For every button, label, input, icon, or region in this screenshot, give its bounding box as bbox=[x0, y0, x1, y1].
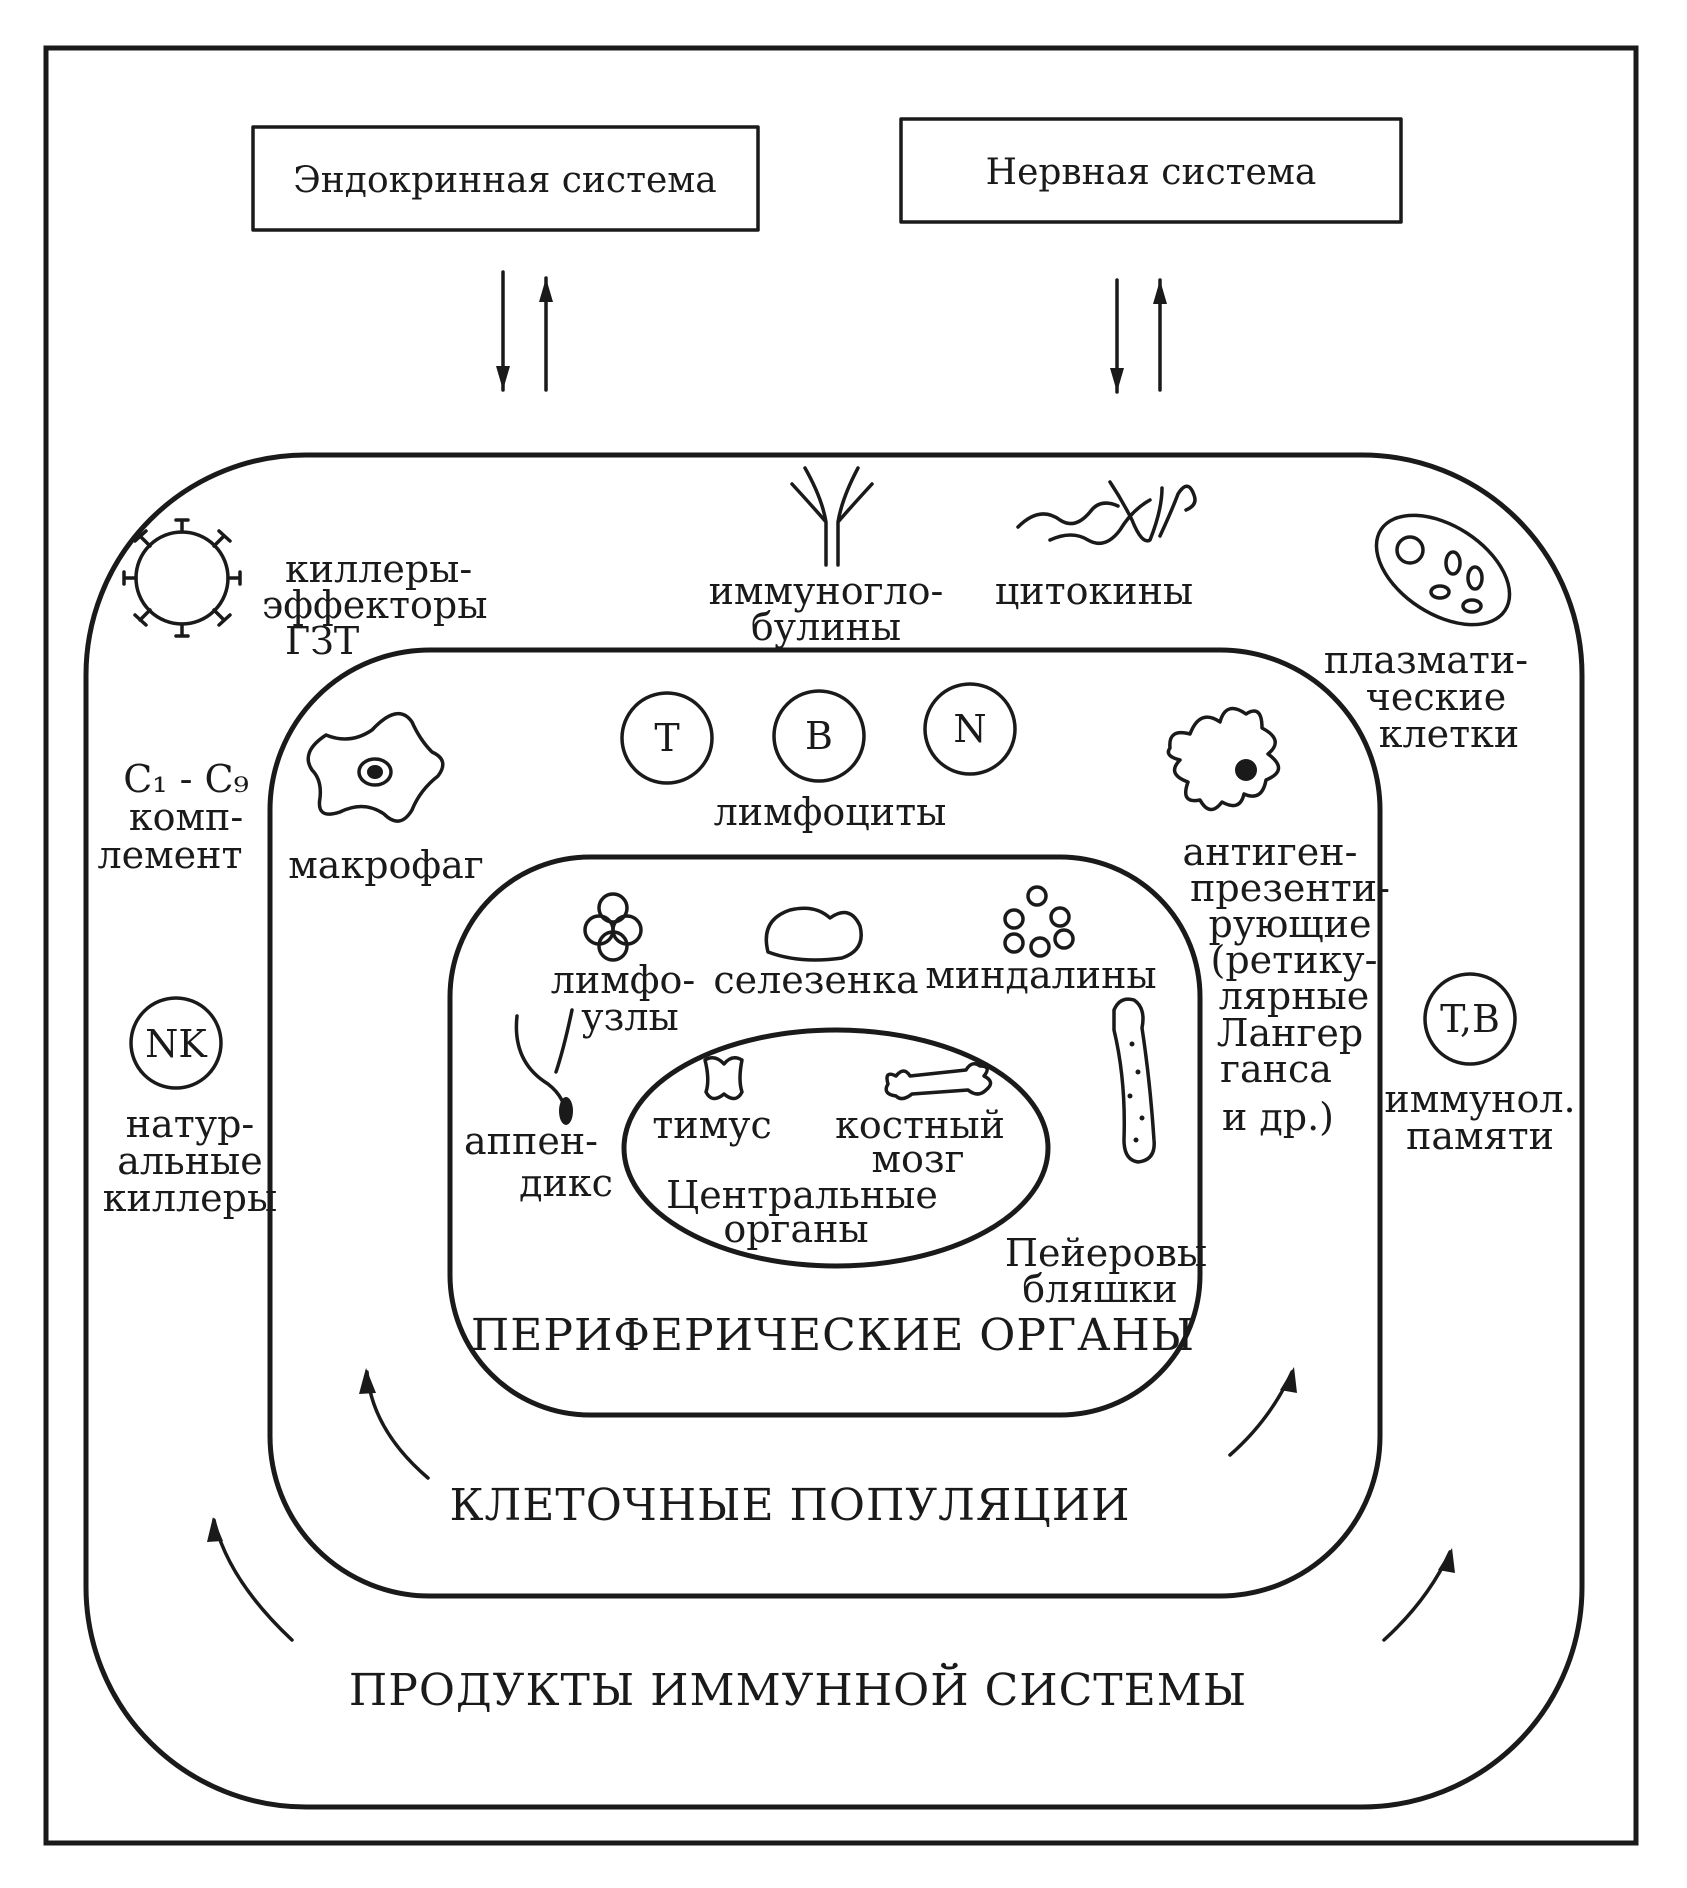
immunoglobulins-label-1: иммуногло- bbox=[709, 569, 944, 613]
killers-effectors-label-3: ГЗТ bbox=[285, 619, 359, 663]
apc-label-1: антиген- bbox=[1183, 830, 1358, 874]
plasma-cell-icon bbox=[1374, 513, 1512, 627]
appendix-label-2: дикс bbox=[519, 1161, 613, 1205]
cell-layer-title: КЛЕТОЧНЫЕ ПОПУЛЯЦИИ bbox=[449, 1480, 1130, 1531]
b-symbol: B bbox=[805, 714, 833, 758]
apc-label-2: презенти- bbox=[1190, 866, 1390, 910]
t-symbol: T bbox=[654, 716, 679, 760]
nk-cell-icon: NK bbox=[129, 996, 223, 1090]
peyer-patches-label-1: Пейеровы bbox=[1005, 1231, 1207, 1275]
outer-frame bbox=[43, 45, 1639, 1846]
products-layer-boundary bbox=[83, 452, 1585, 1810]
cells-layer-boundary bbox=[267, 647, 1383, 1599]
central-layer-boundary bbox=[621, 1027, 1051, 1269]
lymph-nodes-label-1: лимфо- bbox=[551, 958, 696, 1002]
bone-marrow-label-2: мозг bbox=[871, 1137, 964, 1181]
plasma-cells-label-2: ческие bbox=[1366, 675, 1506, 719]
tonsils-icon bbox=[1003, 885, 1075, 958]
apc-dendritic-icon bbox=[1166, 706, 1281, 812]
complement-label-2: комп- bbox=[129, 795, 243, 839]
bone-marrow-label-1: костный bbox=[835, 1103, 1005, 1147]
endocrine-system-box: Эндокринная система bbox=[251, 125, 760, 232]
memory-cells-label-2: памяти bbox=[1406, 1114, 1554, 1158]
natural-killers-label-3: киллеры bbox=[103, 1176, 277, 1220]
plasma-cells-label-1: плазмати- bbox=[1324, 638, 1528, 682]
nk-symbol: NK bbox=[145, 1022, 207, 1066]
memory-symbol: T,B bbox=[1440, 997, 1500, 1041]
lymph-nodes-icon bbox=[583, 892, 643, 962]
memory-cells-label-1: иммунол. bbox=[1384, 1077, 1575, 1121]
n-lymphocyte-icon: N bbox=[923, 682, 1017, 776]
thymus-icon bbox=[703, 1056, 744, 1101]
macrophage-label: макрофаг bbox=[288, 843, 483, 887]
apc-label-5: лярные bbox=[1219, 974, 1370, 1018]
natural-killers-label-1: натур- bbox=[126, 1102, 255, 1146]
b-lymphocyte-icon: B bbox=[772, 689, 866, 783]
killers-effectors-label-1: киллеры- bbox=[285, 547, 472, 591]
plasma-cells-label-3: клетки bbox=[1379, 712, 1519, 756]
central-organs-title-2: органы bbox=[723, 1207, 868, 1251]
endocrine-system-label: Эндокринная система bbox=[293, 160, 717, 201]
macrophage-icon bbox=[306, 712, 445, 823]
central-organs-title-1: Центральные bbox=[666, 1173, 938, 1217]
apc-label-6: Лангер bbox=[1217, 1011, 1363, 1055]
circulation-arrows bbox=[207, 1367, 1455, 1642]
peyer-patches-label-2: бляшки bbox=[1022, 1267, 1177, 1311]
n-symbol: N bbox=[953, 707, 986, 751]
cytokines-icon bbox=[1016, 480, 1197, 546]
immunoglobulins-label-2: булины bbox=[751, 605, 901, 649]
appendix-icon bbox=[514, 1008, 574, 1125]
killers-effectors-label-2: эффекторы bbox=[262, 583, 487, 627]
peyer-patches-icon bbox=[1112, 997, 1156, 1164]
lymphocytes-label: лимфоциты bbox=[714, 790, 947, 834]
killer-effector-icon bbox=[122, 518, 242, 638]
apc-label-4: (ретику- bbox=[1211, 938, 1378, 982]
apc-label-3: рующие bbox=[1209, 902, 1372, 946]
apc-label-7: ганса bbox=[1220, 1047, 1332, 1091]
nervous-system-label: Нервная система bbox=[986, 152, 1317, 193]
spleen-label: селезенка bbox=[713, 958, 918, 1002]
thymus-label: тимус bbox=[652, 1103, 772, 1147]
spleen-icon bbox=[764, 906, 863, 962]
tonsils-label: миндалины bbox=[925, 953, 1156, 997]
memory-cell-icon: T,B bbox=[1423, 972, 1517, 1066]
endocrine-arrows bbox=[496, 270, 553, 392]
apc-label-8: и др.) bbox=[1222, 1095, 1334, 1139]
immunoglobulin-icon bbox=[790, 466, 874, 567]
peripheral-layer-boundary bbox=[447, 854, 1203, 1418]
complement-label-3: лемент bbox=[97, 833, 242, 877]
peripheral-layer-title: ПЕРИФЕРИЧЕСКИЕ ОРГАНЫ bbox=[471, 1310, 1195, 1361]
products-layer-title: ПРОДУКТЫ ИММУННОЙ СИСТЕМЫ bbox=[349, 1662, 1247, 1716]
appendix-label-1: аппен- bbox=[464, 1119, 598, 1163]
natural-killers-label-2: альные bbox=[117, 1139, 263, 1183]
nervous-system-box: Нервная система bbox=[899, 117, 1403, 224]
t-lymphocyte-icon: T bbox=[620, 691, 714, 785]
bone-marrow-icon bbox=[884, 1062, 993, 1101]
nervous-arrows bbox=[1110, 278, 1167, 394]
lymph-nodes-label-2: узлы bbox=[581, 995, 678, 1039]
cytokines-label: цитокины bbox=[995, 569, 1193, 613]
complement-label-1: C₁ - C₉ bbox=[123, 757, 249, 801]
